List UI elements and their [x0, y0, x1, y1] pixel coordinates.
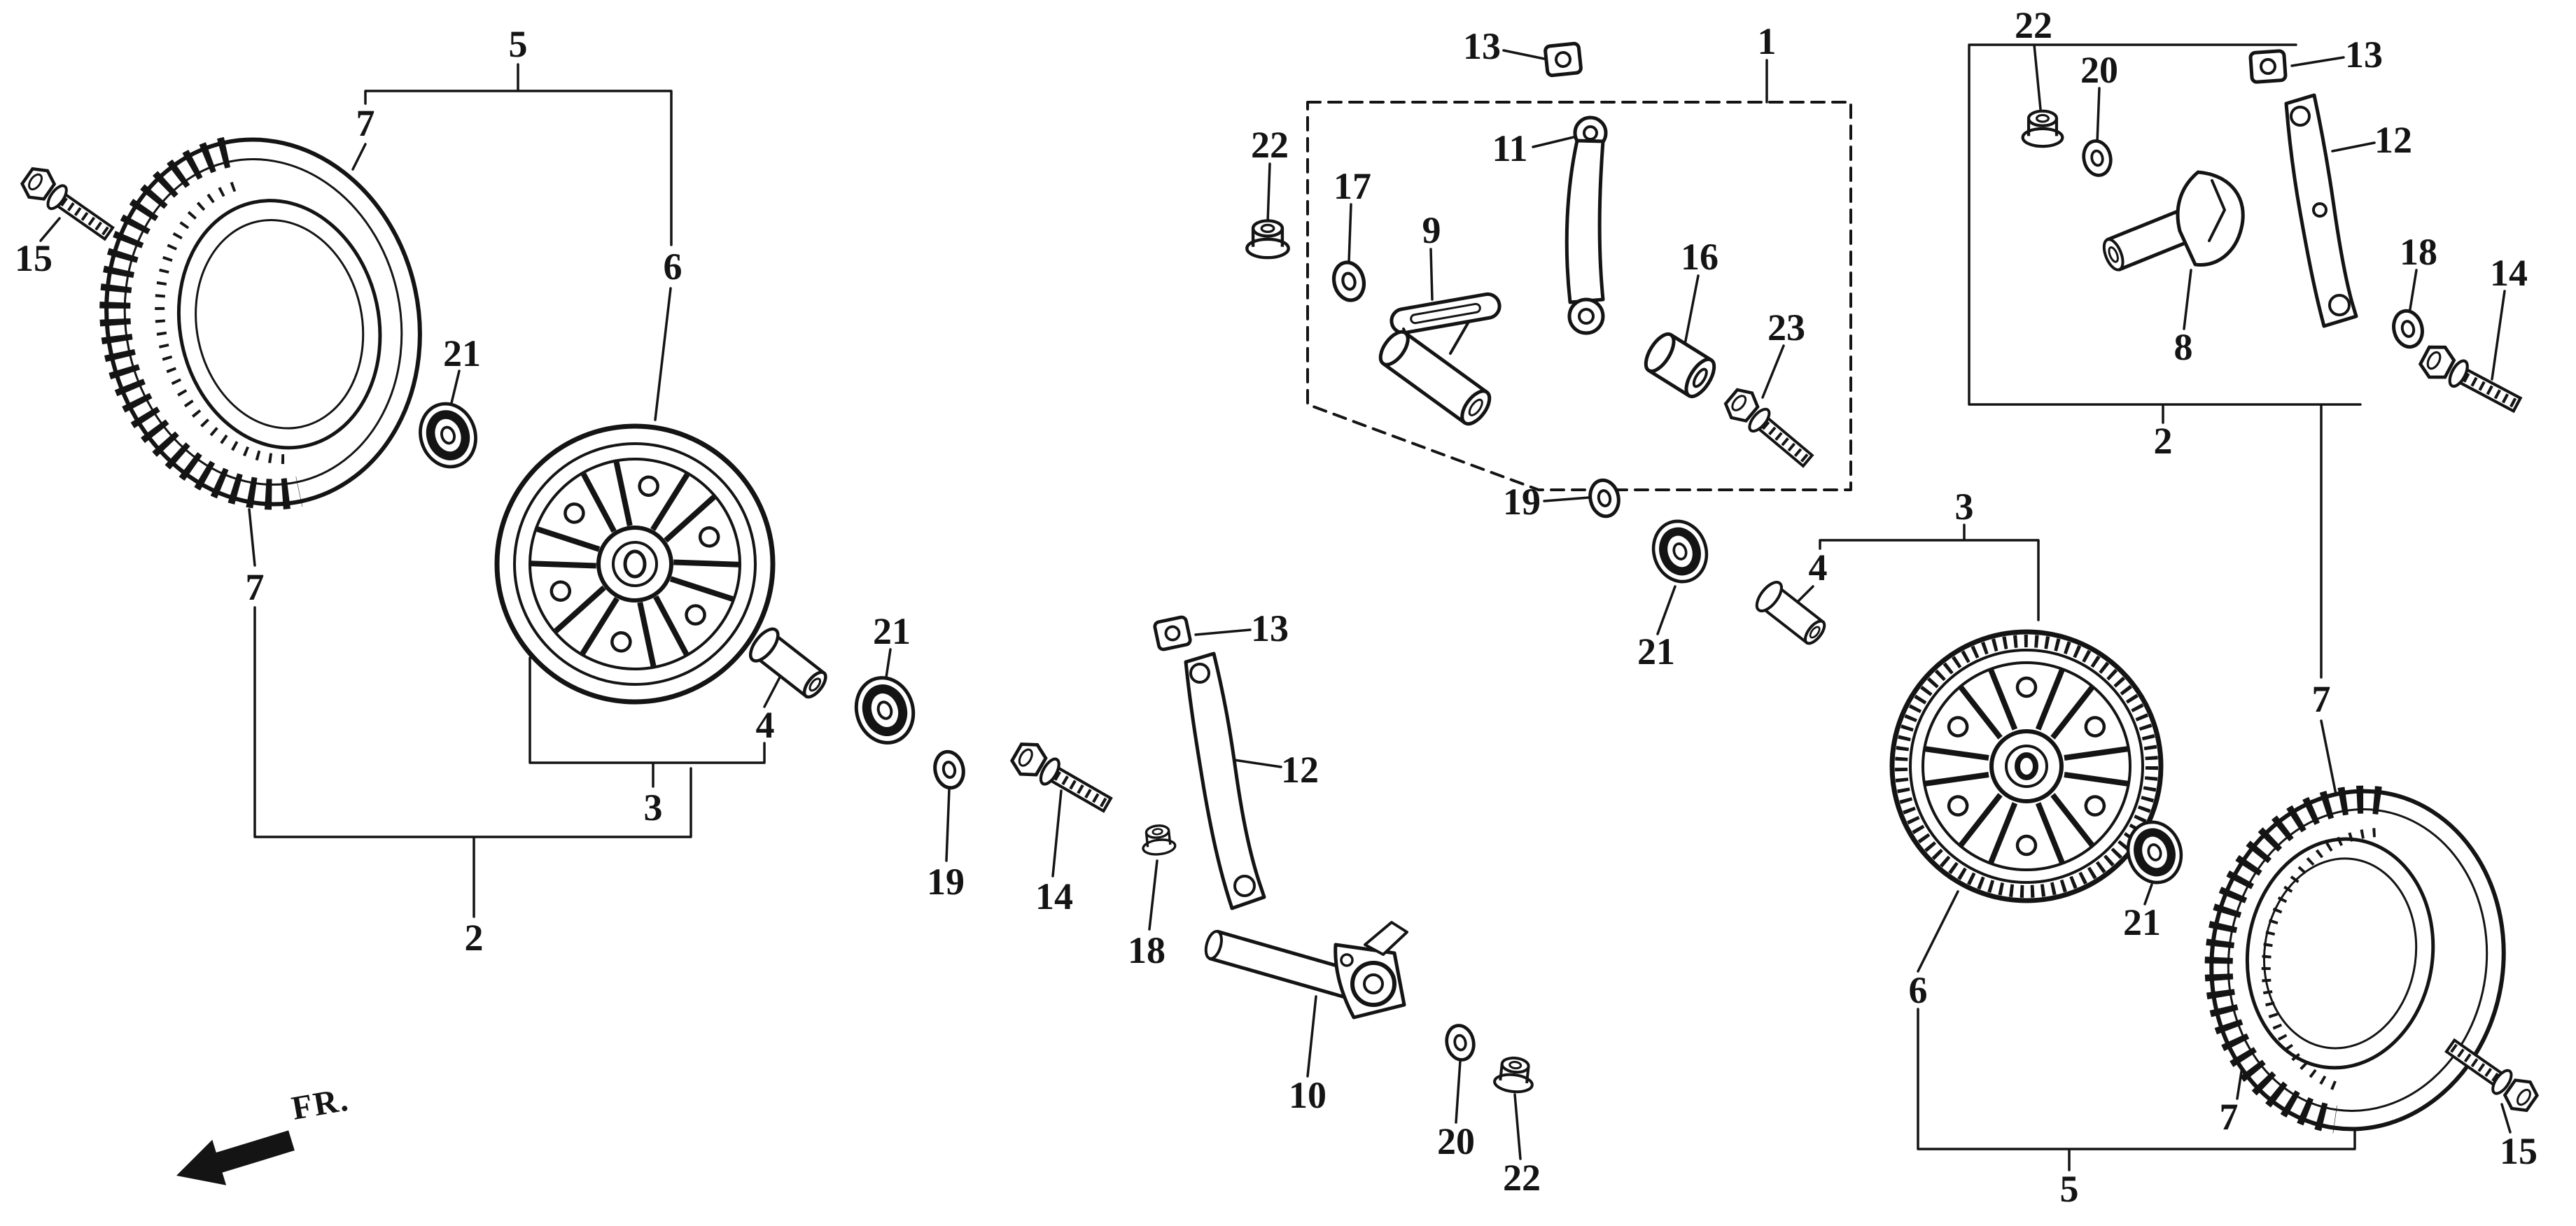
fr-arrow-icon	[176, 1130, 295, 1185]
part-number-label: 6	[1909, 969, 1928, 1011]
tire-right	[2204, 785, 2506, 1134]
rim-hole	[610, 631, 631, 652]
collar-4-mid	[1752, 578, 1830, 649]
part-number-label: 11	[1492, 127, 1527, 169]
tire-left	[99, 136, 422, 510]
part-number-label: 14	[2490, 252, 2528, 294]
part-number-label: 4	[756, 704, 775, 746]
part-number-label: 5	[2060, 1168, 2079, 1210]
leader-lines-middle	[1194, 49, 2040, 1160]
part-number-label: 19	[927, 861, 965, 903]
washer-20-mid	[1443, 1023, 1476, 1062]
washer-18-right	[2390, 308, 2426, 350]
bolt-15-left	[18, 163, 118, 246]
square-nut-13-right	[2250, 50, 2286, 82]
flange-nut-22-lower	[1492, 1055, 1536, 1095]
washer-20-right	[2080, 139, 2113, 178]
flange-nut-22-right	[2023, 111, 2063, 146]
part-number-label: 19	[1503, 481, 1541, 523]
part-number-label: 23	[1768, 306, 1805, 348]
leader-lines-right	[1917, 43, 2512, 1171]
fr-label: FR.	[289, 1080, 352, 1127]
wheel-left	[494, 423, 776, 705]
part-number-label: 10	[1289, 1074, 1326, 1116]
pivot-shaft-10	[1204, 921, 1408, 1020]
part-number-label: 2	[2154, 420, 2173, 462]
part-number-label: 22	[2015, 4, 2052, 46]
rim-hole	[2017, 678, 2036, 696]
part-number-label: 16	[1681, 236, 1718, 278]
part-number-label: 18	[2400, 231, 2437, 273]
part-number-label: 13	[1251, 607, 1289, 649]
part-number-label: 3	[644, 787, 663, 829]
part-number-label: 21	[1637, 630, 1675, 672]
pivot-arm-8	[2102, 170, 2245, 272]
part-number-label: 7	[246, 566, 265, 608]
part-number-label: 21	[873, 610, 911, 652]
part-number-label: 3	[1955, 486, 1974, 528]
part-number-label: 21	[443, 332, 481, 374]
bolt-14-right	[2417, 341, 2525, 420]
part-number-label: 20	[2080, 49, 2118, 91]
part-number-label: 12	[2374, 119, 2412, 161]
washer-19-mid	[1587, 477, 1622, 519]
change-lever-12-mid	[1184, 651, 1266, 910]
washer-17	[1330, 259, 1368, 303]
part-number-label: 5	[509, 23, 528, 65]
part-number-label: 13	[2345, 34, 2383, 76]
bearing-21-left-upper	[412, 397, 484, 474]
part-number-label: 22	[1503, 1157, 1541, 1199]
part-number-label: 9	[1422, 209, 1441, 251]
change-lever-12-right	[2284, 93, 2358, 328]
nut-18-left	[1140, 822, 1177, 857]
part-number-label: 22	[1251, 124, 1289, 166]
part-number-label: 13	[1463, 25, 1501, 67]
part-number-label: 14	[1035, 875, 1073, 917]
wheel-right	[1889, 629, 2164, 903]
flange-nut-22-mid	[1247, 220, 1288, 258]
part-number-label: 12	[1281, 749, 1319, 791]
part-number-label: 18	[1128, 929, 1166, 971]
washer-19-left	[932, 749, 967, 790]
bushing-16	[1644, 332, 1716, 399]
part-number-label: 15	[15, 237, 52, 279]
part-number-label: 15	[2500, 1130, 2538, 1172]
part-number-label: 1	[1758, 20, 1777, 62]
bearing-21-mid	[1646, 514, 1714, 589]
leader-lines-left	[39, 63, 1158, 931]
collar-4-left	[746, 624, 832, 703]
adjuster-bracket-9	[1378, 292, 1502, 426]
part-number-label: 21	[2123, 901, 2161, 943]
part-number-label: 2	[465, 917, 484, 959]
part-number-label: 6	[664, 246, 682, 288]
bolt-23	[1721, 384, 1818, 473]
square-nut-13-top	[1545, 43, 1581, 76]
part-number-label: 20	[1437, 1120, 1475, 1162]
rim-hole	[638, 476, 659, 497]
bolt-14-left	[1008, 738, 1115, 819]
group-1-dashed-box	[1306, 101, 1852, 491]
square-nut-13-mid	[1154, 616, 1191, 651]
rim-hole	[2017, 836, 2036, 854]
link-rod-11	[1564, 115, 1608, 335]
part-number-label: 7	[356, 102, 375, 144]
part-number-label: 7	[2312, 678, 2331, 720]
bearing-21-left-lower	[848, 670, 921, 750]
fr-direction-indicator: FR.	[176, 1080, 352, 1185]
part-number-label: 4	[1809, 547, 1828, 589]
part-number-label: 7	[2220, 1096, 2239, 1138]
part-number-label: 17	[1334, 165, 1371, 207]
part-number-label: 8	[2174, 326, 2193, 368]
